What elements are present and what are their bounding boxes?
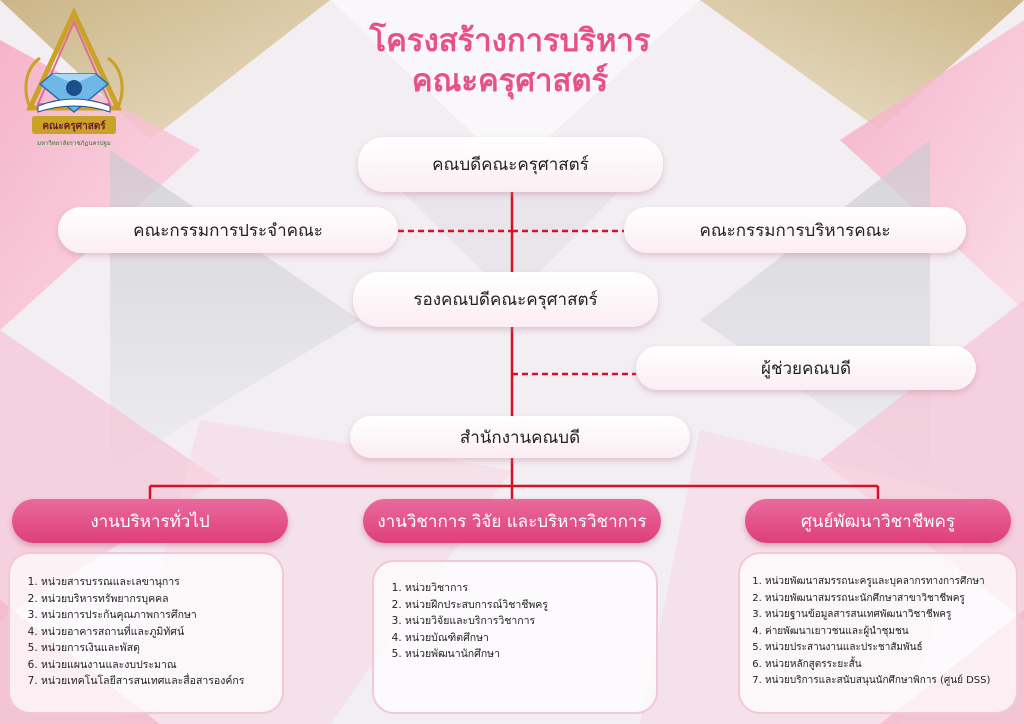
- node-dean: คณบดีคณะครุศาสตร์: [358, 137, 663, 192]
- dept-box-general-admin: หน่วยสารบรรณและเลขานุการ หน่วยบริหารทรัพ…: [8, 552, 284, 714]
- list-item: ค่ายพัฒนาเยาวชนและผู้นำชุมชน: [765, 624, 1012, 641]
- node-associate-dean-label: รองคณบดีคณะครุศาสตร์: [413, 290, 598, 310]
- dept-box-academic: หน่วยวิชาการ หน่วยฝึกประสบการณ์วิชาชีพคร…: [372, 560, 658, 714]
- list-item: หน่วยแผนงานและงบประมาณ: [41, 657, 276, 674]
- dept-header-teacher-center-label: ศูนย์พัฒนาวิชาชีพครู: [801, 511, 955, 532]
- node-admin-committee-label: คณะกรรมการบริหารคณะ: [699, 220, 891, 241]
- dept-header-general-admin: งานบริหารทั่วไป: [12, 499, 288, 543]
- list-item: หน่วยประสานงานและประชาสัมพันธ์: [765, 640, 1012, 657]
- list-item: หน่วยอาคารสถานที่และภูมิทัศน์: [41, 624, 276, 641]
- node-dean-label: คณบดีคณะครุศาสตร์: [432, 155, 589, 175]
- list-item: หน่วยการเงินและพัสดุ: [41, 640, 276, 657]
- list-item: หน่วยบริหารทรัพยากรบุคคล: [41, 591, 276, 608]
- list-item: หน่วยสารบรรณและเลขานุการ: [41, 574, 276, 591]
- list-item: หน่วยบริการและสนับสนุนนักศึกษาพิการ (ศูน…: [765, 673, 1012, 690]
- list-item: หน่วยหลักสูตรระยะสั้น: [765, 657, 1012, 674]
- list-item: หน่วยพัฒนานักศึกษา: [405, 646, 650, 663]
- page-title-line2: คณะครุศาสตร์: [411, 63, 609, 99]
- node-faculty-committee-label: คณะกรรมการประจำคณะ: [133, 220, 323, 241]
- list-item: หน่วยเทคโนโลยีสารสนเทศและสื่อสารองค์กร: [41, 673, 276, 690]
- list-item: หน่วยวิจัยและบริการวิชาการ: [405, 613, 650, 630]
- faculty-logo: คณะครุศาสตร์ มหาวิทยาลัยราชภัฏนครปฐม: [18, 7, 130, 153]
- list-item: หน่วยวิชาการ: [405, 580, 650, 597]
- node-dean-office-label: สำนักงานคณบดี: [459, 427, 581, 448]
- dept-header-teacher-center: ศูนย์พัฒนาวิชาชีพครู: [745, 499, 1011, 543]
- dept-list-general-admin: หน่วยสารบรรณและเลขานุการ หน่วยบริหารทรัพ…: [22, 574, 276, 690]
- node-admin-committee: คณะกรรมการบริหารคณะ: [624, 207, 966, 253]
- list-item: หน่วยฐานข้อมูลสารสนเทศพัฒนาวิชาชีพครู: [765, 607, 1012, 624]
- dept-header-general-admin-label: งานบริหารทั่วไป: [90, 511, 210, 532]
- list-item: หน่วยพัฒนาสมรรถนะนักศึกษาสาขาวิชาชีพครู: [765, 591, 1012, 608]
- logo-sub-text: มหาวิทยาลัยราชภัฏนครปฐม: [37, 140, 111, 147]
- dept-header-academic-label: งานวิชาการ วิจัย และบริหารวิชาการ: [377, 511, 647, 532]
- dept-box-teacher-center: หน่วยพัฒนาสมรรถนะครูและบุคลากรทางการศึกษ…: [738, 552, 1018, 714]
- list-item: หน่วยการประกันคุณภาพการศึกษา: [41, 607, 276, 624]
- node-associate-dean: รองคณบดีคณะครุศาสตร์: [353, 272, 658, 327]
- list-item: หน่วยพัฒนาสมรรถนะครูและบุคลากรทางการศึกษ…: [765, 574, 1012, 591]
- dept-list-teacher-center: หน่วยพัฒนาสมรรถนะครูและบุคลากรทางการศึกษ…: [746, 574, 1012, 690]
- dept-list-academic: หน่วยวิชาการ หน่วยฝึกประสบการณ์วิชาชีพคร…: [386, 580, 650, 663]
- node-assistant-dean: ผู้ช่วยคณบดี: [636, 346, 976, 390]
- page-title-line1: โครงสร้างการบริหาร: [369, 23, 651, 59]
- node-assistant-dean-label: ผู้ช่วยคณบดี: [761, 358, 851, 379]
- dept-header-academic: งานวิชาการ วิจัย และบริหารวิชาการ: [363, 499, 661, 543]
- logo-banner-text: คณะครุศาสตร์: [42, 120, 106, 132]
- list-item: หน่วยบัณฑิตศึกษา: [405, 630, 650, 647]
- node-dean-office: สำนักงานคณบดี: [350, 416, 690, 458]
- node-faculty-committee: คณะกรรมการประจำคณะ: [58, 207, 398, 253]
- list-item: หน่วยฝึกประสบการณ์วิชาชีพครู: [405, 597, 650, 614]
